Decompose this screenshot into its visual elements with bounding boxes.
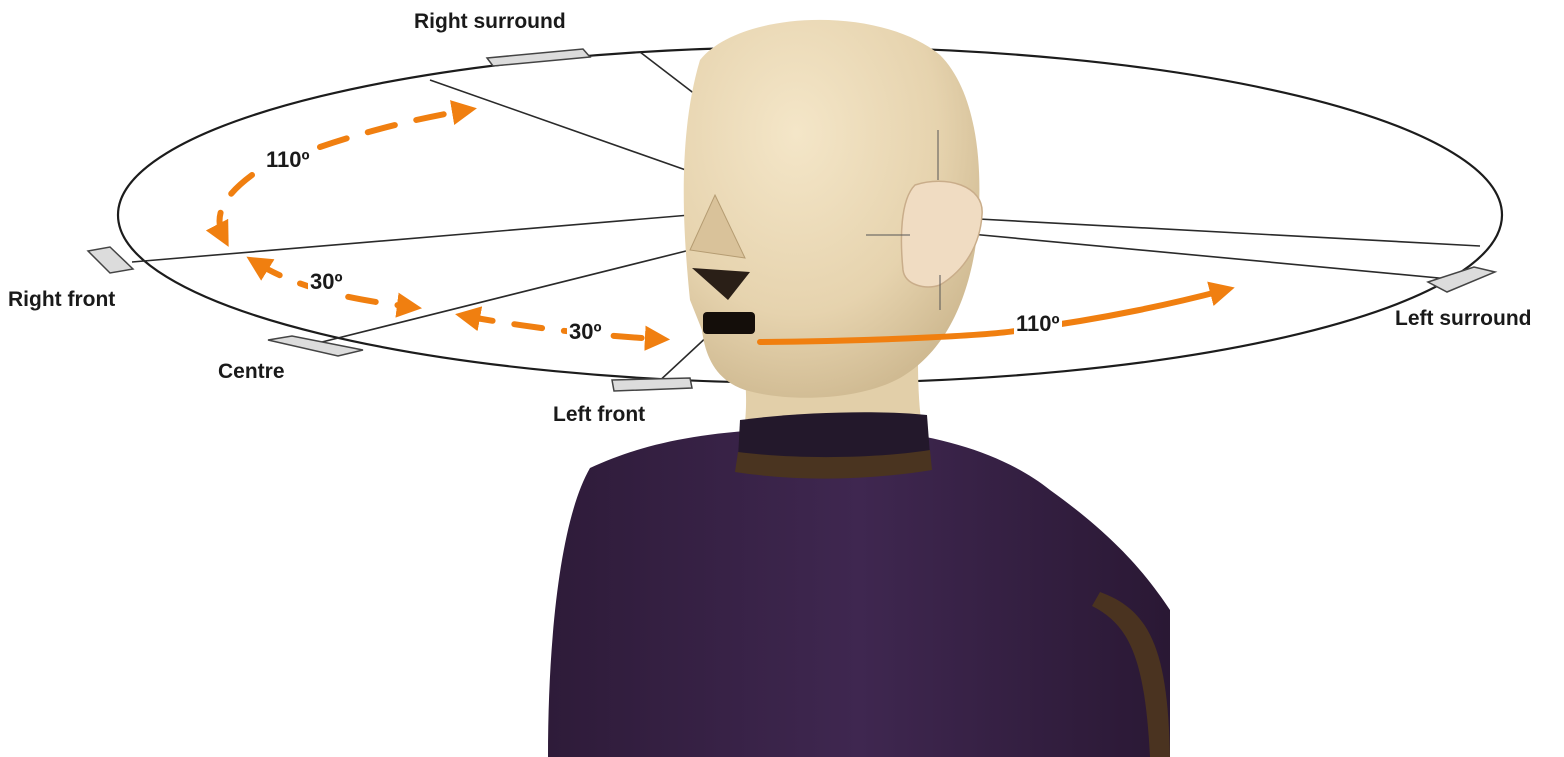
speaker-left-front (612, 378, 692, 391)
label-left-front: Left front (553, 403, 645, 427)
angle-label-right-surround: 110º (264, 147, 312, 173)
angle-label-left-front: 30º (567, 319, 604, 345)
label-right-surround: Right surround (414, 10, 566, 34)
arrow-right-surround-upper (320, 110, 467, 147)
speaker-right-surround (487, 49, 590, 66)
mouth (703, 312, 755, 334)
speaker-right-front (88, 247, 133, 273)
arrow-right-surround-lower (220, 175, 252, 238)
speaker-centre (268, 336, 363, 356)
angle-label-left-surround: 110º (1014, 311, 1062, 337)
angle-label-right-front: 30º (308, 269, 345, 295)
label-left-surround: Left surround (1395, 307, 1532, 331)
arrow-left-front (465, 316, 660, 339)
label-right-front: Right front (8, 288, 115, 312)
speaker-left-surround (1428, 267, 1495, 292)
label-centre: Centre (218, 360, 285, 384)
